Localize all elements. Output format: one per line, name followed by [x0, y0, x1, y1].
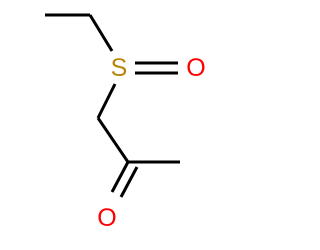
- bond-ethyl-ch2-sulfur: [88, 14, 114, 52]
- bond-carbon-oxygen-double-a: [110, 161, 130, 193]
- sulfoxide-oxygen-atom-label: O: [186, 54, 205, 82]
- bond-sulfur-ch2: [96, 83, 117, 119]
- sulfur-atom-label: S: [111, 54, 128, 82]
- chemical-structure-diagram: S O O: [45, 13, 206, 232]
- bond-ch2-carbonyl-carbon: [96, 117, 130, 163]
- bond-carbon-oxygen-double-b: [119, 166, 139, 198]
- carbonyl-oxygen-atom-label: O: [97, 204, 116, 232]
